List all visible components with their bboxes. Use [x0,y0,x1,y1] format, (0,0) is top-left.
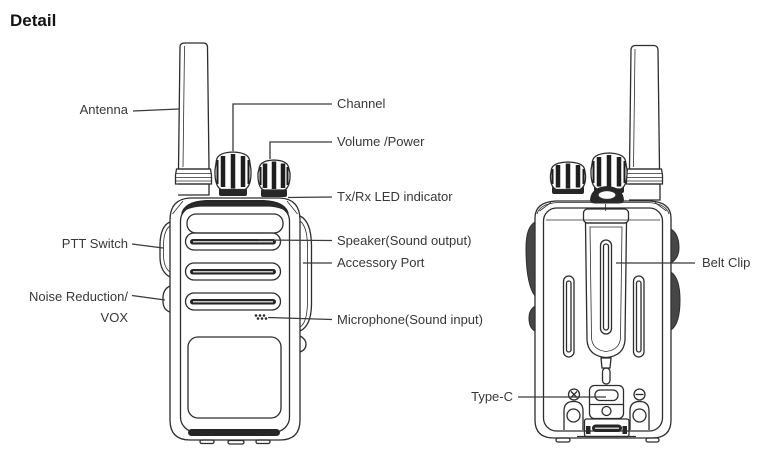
belt-clip-mount [590,186,624,211]
back-bottom-hardware [555,384,660,443]
label-speaker: Speaker(Sound output) [337,233,472,248]
back-edge-buttons [525,221,681,332]
leader-line-txrx-led [287,196,333,199]
charging-contacts [577,418,636,438]
back-volume-knob [549,161,587,194]
front-antenna [174,42,213,196]
noise-vox-button-side [162,285,171,313]
label-noise-reduction-line1: Noise Reduction/ [29,289,128,304]
label-microphone: Microphone(Sound input) [337,312,483,327]
leader-line-volume-power [269,141,332,159]
back-side-vents [562,275,645,358]
back-antenna [625,44,664,201]
ptt-button-side [159,221,171,278]
accessory-port-flap [299,215,313,353]
back-view-drawing [525,44,681,443]
upper-recess [186,213,284,234]
leader-line-antenna [132,108,180,112]
microphone-holes [254,314,268,320]
back-channel-knob [590,152,628,193]
label-txrx-led: Tx/Rx LED indicator [337,189,453,204]
speaker-grille [184,232,282,311]
front-view-drawing [159,42,313,445]
label-volume-power: Volume /Power [337,134,425,149]
front-body [169,197,301,441]
label-ptt-switch: PTT Switch [61,236,128,251]
belt-clip [582,208,630,385]
type-c-port [588,384,625,420]
leader-line-ptt [131,243,164,249]
screw-right [633,388,646,401]
channel-knob [214,151,252,196]
screw-left [567,388,581,401]
volume-power-knob [257,159,291,197]
leader-line-speaker [257,239,333,242]
label-noise-reduction-line2: VOX [100,310,128,325]
leader-line-channel [232,103,332,151]
label-type-c: Type-C [471,389,513,404]
front-bottom-panel [187,336,282,445]
led-indicator-bezel [181,200,289,214]
label-channel: Channel [337,96,386,111]
label-antenna: Antenna [79,102,128,117]
label-accessory-port: Accessory Port [337,255,425,270]
leader-line-noise-reduction [131,294,166,301]
label-belt-clip: Belt Clip [702,255,751,270]
leader-lines [131,103,695,398]
leader-line-microphone [267,316,333,321]
page-title: Detail [10,11,57,30]
label-noise-reduction-vox: Noise Reduction/ VOX [29,286,128,328]
